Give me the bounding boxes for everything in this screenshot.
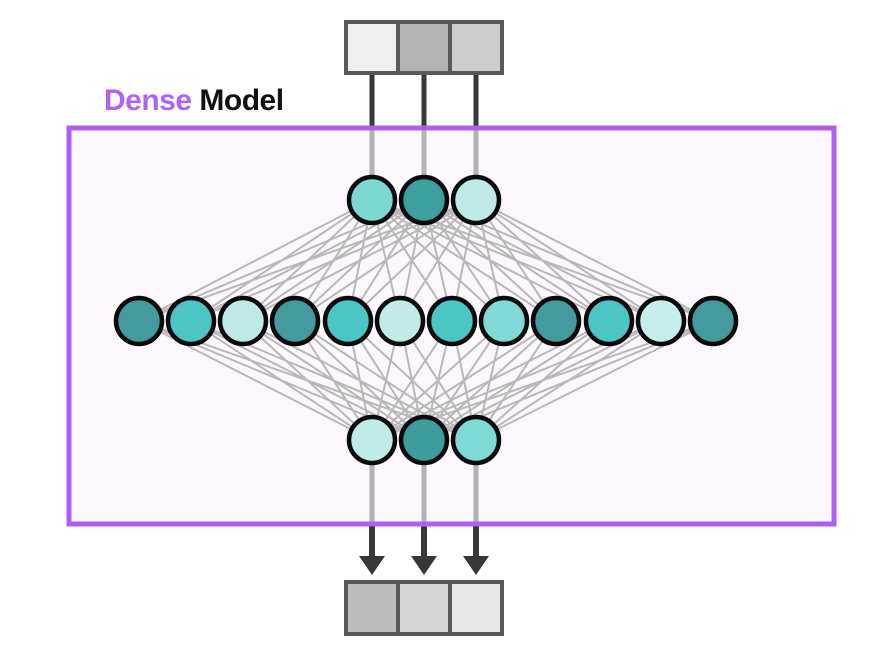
middle-layer-neuron <box>426 295 478 347</box>
top-layer-neuron <box>450 174 502 226</box>
middle-layer-neuron <box>687 295 739 347</box>
connection-line <box>475 199 610 322</box>
diagram-title: Dense Model <box>104 84 284 118</box>
top-layer-neuron <box>398 174 450 226</box>
title-dense: Dense <box>104 84 192 117</box>
input-token-cell <box>452 24 500 71</box>
output-token-cell <box>348 584 396 632</box>
middle-layer-neuron <box>113 295 165 347</box>
input-token-cell <box>348 24 396 71</box>
middle-layer-neuron <box>322 295 374 347</box>
output-token-cell <box>400 584 448 632</box>
bottom-layer-neuron <box>450 414 502 466</box>
middle-layer-neuron <box>635 295 687 347</box>
input-token-cell <box>400 24 448 71</box>
middle-layer-neuron <box>374 295 426 347</box>
connection-line <box>371 320 557 441</box>
middle-layer-neuron <box>269 295 321 347</box>
output-arrowhead-icon <box>411 556 437 575</box>
middle-layer-neuron <box>217 295 269 347</box>
output-token-cell <box>452 584 500 632</box>
middle-layer-neuron <box>530 295 582 347</box>
output-arrowhead-icon <box>359 556 385 575</box>
connection-line <box>242 320 373 441</box>
connection-line <box>190 320 373 441</box>
bottom-layer-neuron <box>398 414 450 466</box>
middle-layer-neuron <box>165 295 217 347</box>
middle-layer-neuron <box>583 295 635 347</box>
top-layer-neuron <box>346 174 398 226</box>
bottom-layer-neuron <box>346 414 398 466</box>
dense-model-box-border <box>66 125 837 527</box>
output-arrowhead-icon <box>463 556 489 575</box>
connection-line <box>371 320 505 441</box>
connection-line <box>294 199 477 322</box>
middle-layer-neuron <box>478 295 530 347</box>
connection-line <box>347 199 477 322</box>
title-model: Model <box>191 84 284 117</box>
connection-line <box>475 199 662 322</box>
